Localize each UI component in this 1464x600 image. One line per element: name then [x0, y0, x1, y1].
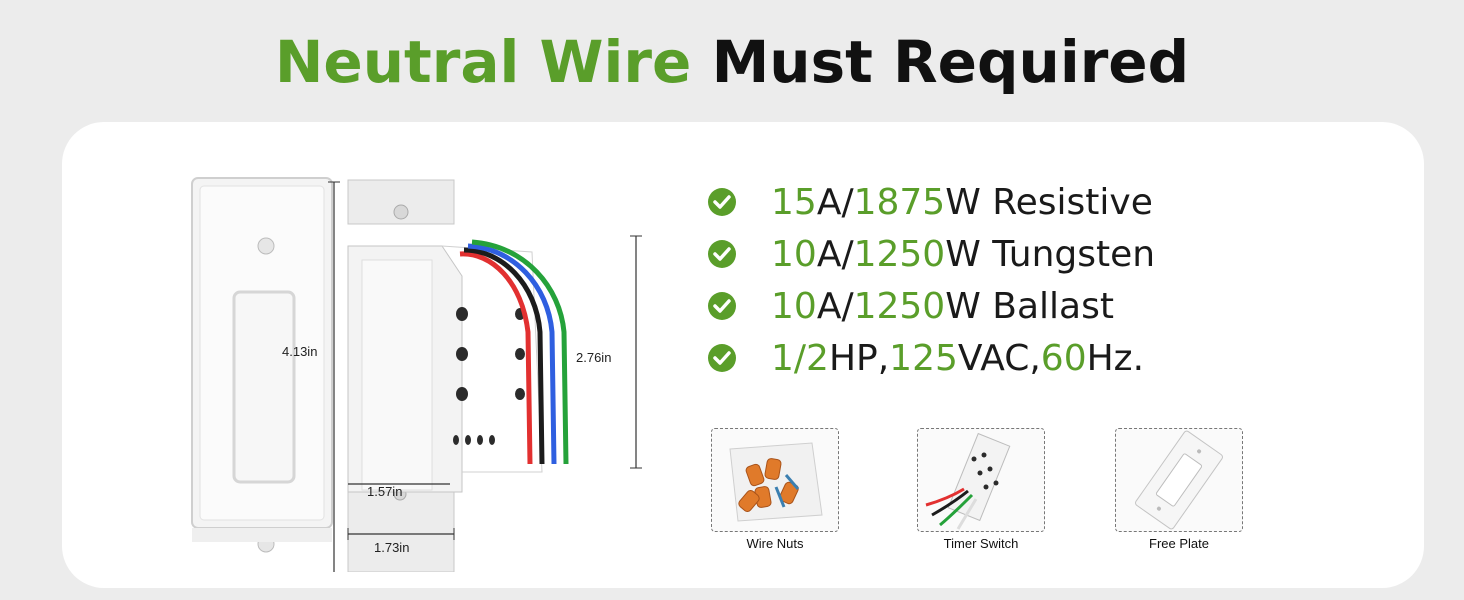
body-depth-label: 1.57in [367, 484, 403, 499]
spec-unit: W Resistive [945, 181, 1153, 223]
bracket-width-label: 1.73in [374, 540, 410, 555]
accessory-label: Wire Nuts [746, 536, 804, 551]
free-plate-image [1115, 428, 1243, 532]
spec-value: 125 [889, 337, 958, 379]
spec-value: 10 [771, 233, 817, 275]
spec-unit: A/ [816, 181, 854, 223]
spec-unit: VAC, [957, 337, 1041, 379]
spec-value: 1250 [853, 285, 946, 327]
spec-unit: A/ [816, 285, 854, 327]
spec-unit: A/ [816, 233, 854, 275]
accessory-label: Free Plate [1149, 536, 1209, 551]
spec-value: 1875 [853, 181, 946, 223]
page-title: Neutral Wire Must Required [0, 28, 1464, 96]
spec-value: 10 [771, 285, 817, 327]
wall-plate-drawing [191, 177, 333, 553]
timer-switch-image [917, 428, 1045, 532]
plate-height-label: 4.13in [282, 344, 318, 359]
switch-diagram: 4.13in 2.76in 1.57in 1.73in [162, 172, 642, 578]
spec-value: 1250 [853, 233, 946, 275]
check-circle-icon [708, 188, 736, 216]
spec-unit: Hz. [1086, 337, 1145, 379]
accessory-timer-switch: Timer Switch [916, 428, 1046, 551]
switch-illustration [191, 177, 642, 578]
accessory-label: Timer Switch [943, 536, 1019, 551]
spec-value: 15 [771, 181, 817, 223]
spec-value: 60 [1040, 337, 1087, 379]
title-rest: Must Required [711, 28, 1190, 96]
spec-unit: HP, [828, 337, 890, 379]
spec-value: 1/2 [771, 337, 829, 379]
accessory-free-plate: Free Plate [1114, 428, 1244, 551]
accessory-list: Wire Nuts Timer Switch [710, 428, 1270, 568]
wire-nuts-image [711, 428, 839, 532]
check-circle-icon [708, 292, 736, 320]
accessory-wire-nuts: Wire Nuts [710, 428, 840, 551]
body-height-label: 2.76in [576, 350, 612, 365]
check-circle-icon [708, 344, 736, 372]
title-highlight: Neutral Wire [274, 28, 692, 96]
check-circle-icon [708, 240, 736, 268]
spec-unit: W Tungsten [945, 233, 1156, 275]
spec-unit: W Ballast [945, 285, 1114, 327]
